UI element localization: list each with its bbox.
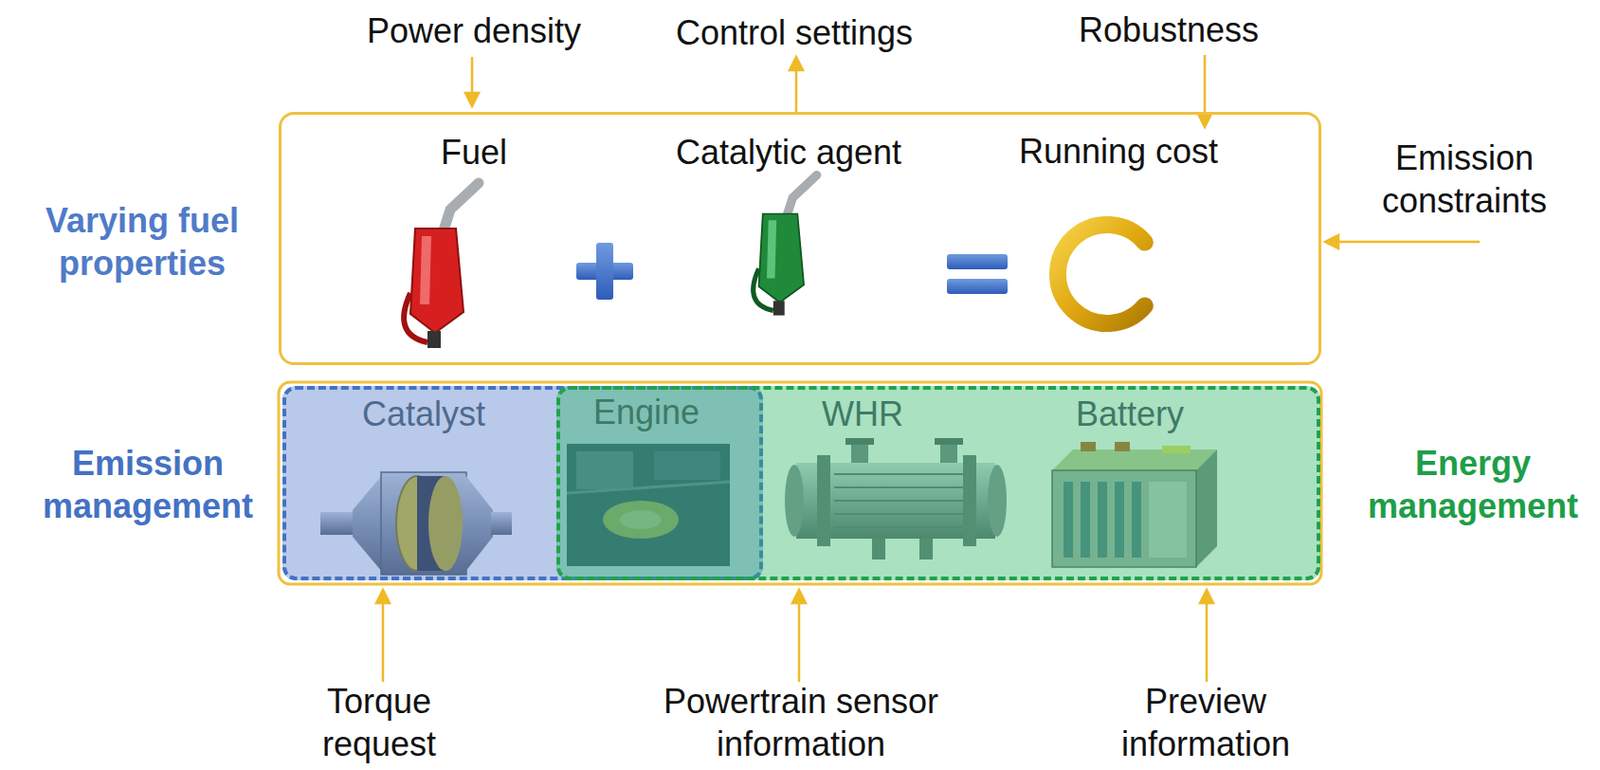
- input-label: Power density: [366, 9, 582, 53]
- input-label: Torque request: [293, 679, 465, 765]
- input-label: Preview information: [1101, 679, 1310, 765]
- component-label: WHR: [821, 392, 904, 436]
- fuel-nozzle-icon: [403, 182, 479, 348]
- catalytic-agent-nozzle-icon: [753, 175, 818, 316]
- input-label: Robustness: [1078, 8, 1259, 52]
- component-label: Engine: [593, 390, 700, 434]
- output-label: Control settings: [675, 11, 913, 55]
- region-heading: Energy management: [1359, 441, 1587, 528]
- panel-heading: Running cost: [1018, 129, 1219, 173]
- side-heading: Varying fuel properties: [23, 199, 261, 285]
- band-outline: [278, 381, 1322, 584]
- panel-heading: Fuel: [440, 130, 508, 174]
- panel-heading: Catalytic agent: [675, 130, 902, 174]
- component-label: Battery: [1075, 392, 1184, 436]
- euro-symbol: [1042, 224, 1146, 324]
- input-label: Powertrain sensor information: [658, 679, 944, 765]
- component-label: Catalyst: [362, 392, 486, 436]
- equals-symbol: [946, 254, 1008, 294]
- top-panel: Fuel Catalytic agent Running cost: [278, 111, 1322, 365]
- region-heading: Emission management: [34, 441, 262, 528]
- leader-arrows: [376, 54, 1480, 682]
- input-label: Emission constraints: [1360, 136, 1569, 222]
- plus-symbol: [576, 242, 634, 300]
